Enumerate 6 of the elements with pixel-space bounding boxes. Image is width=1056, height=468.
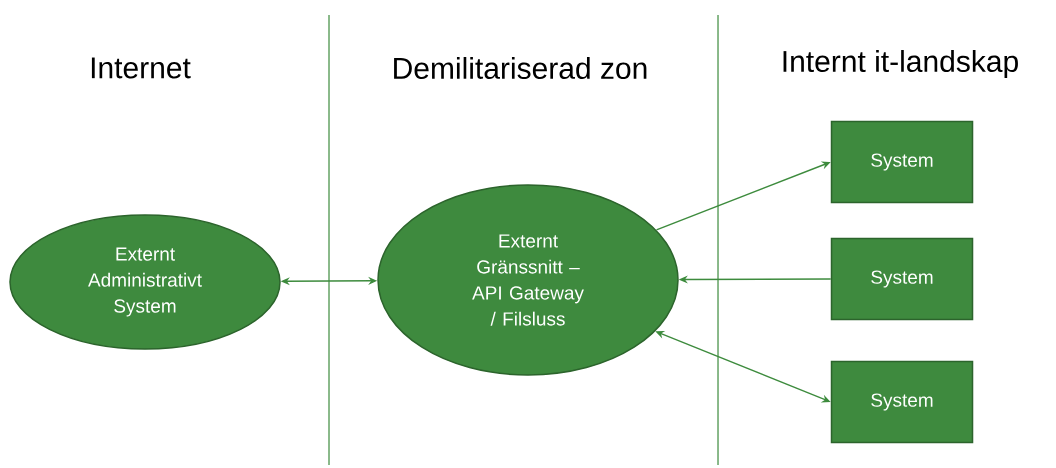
zone-heading: Internet <box>91 57 191 79</box>
system-box: System <box>830 360 974 444</box>
system-box: System <box>830 237 974 321</box>
system-box: System <box>830 120 974 204</box>
zone-heading: Internt it-landskap <box>783 50 1018 78</box>
zone-heading: Demilitariserad zon <box>394 57 647 79</box>
